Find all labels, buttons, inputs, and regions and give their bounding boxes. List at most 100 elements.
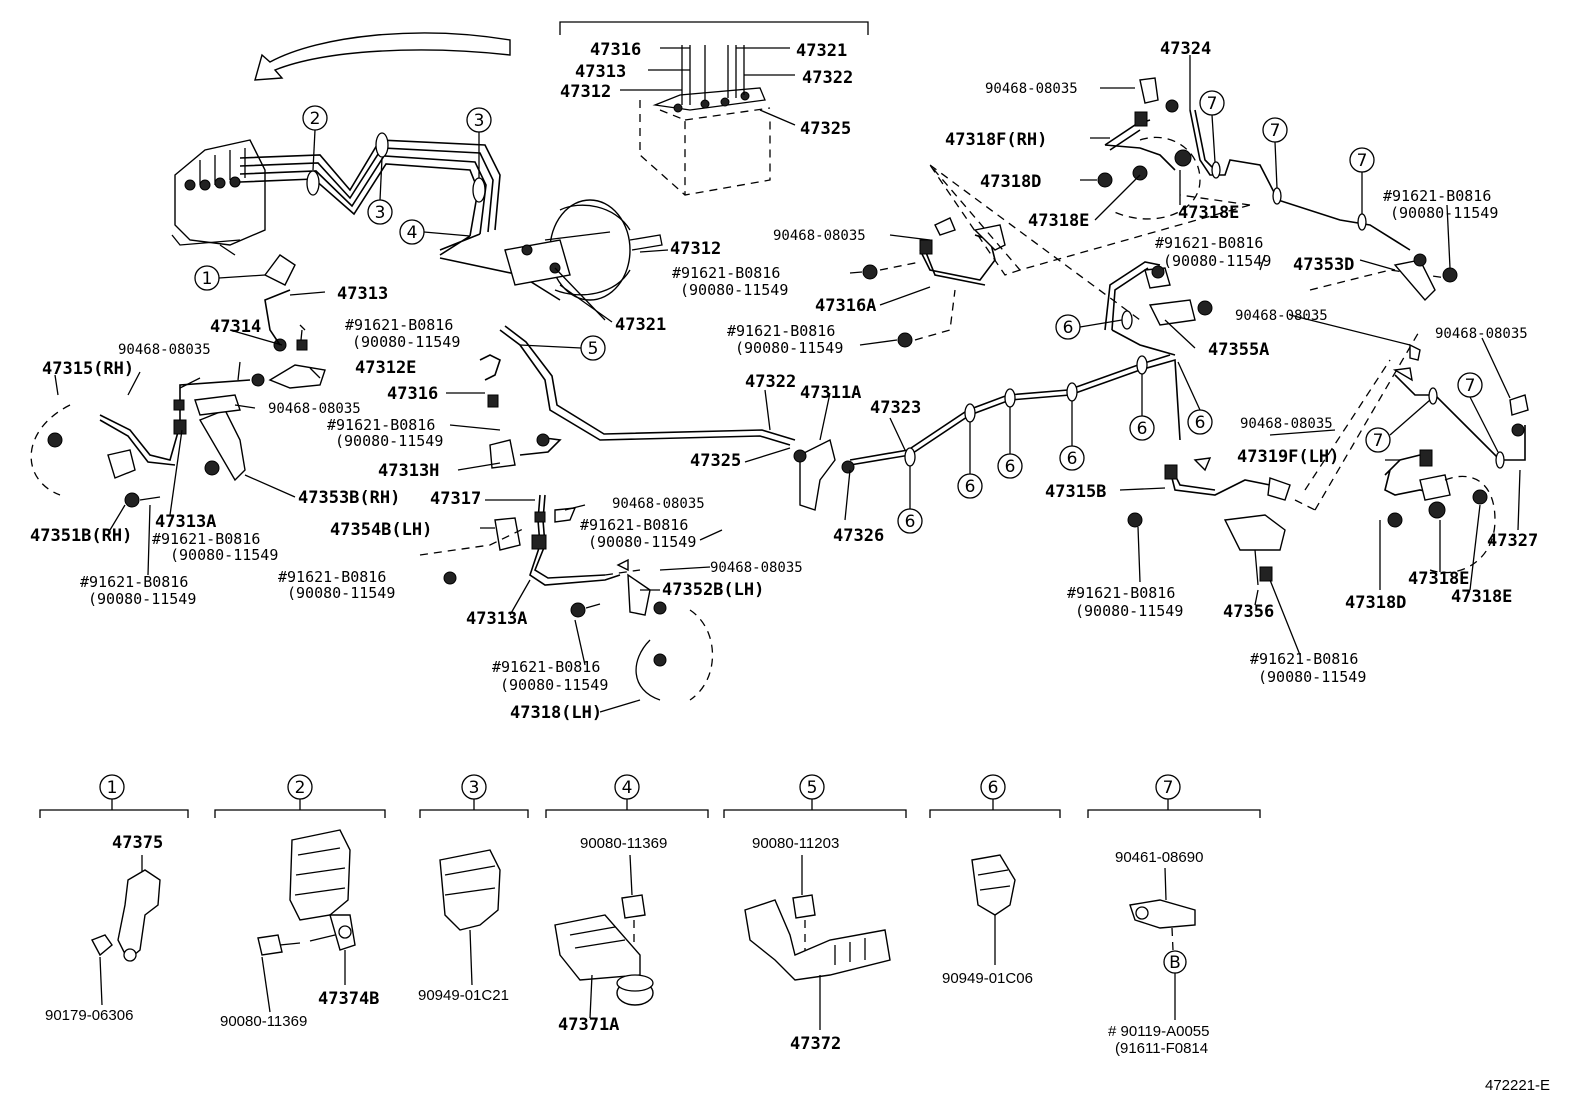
callout-6-f: 6 xyxy=(1055,314,1123,340)
svg-text:6: 6 xyxy=(1005,457,1016,477)
legend-item-6: 6 90949-01C06 xyxy=(929,774,1061,987)
label-47318-lh: 47318(LH) xyxy=(510,703,602,723)
legend-2-part-47374b: 47374B xyxy=(318,989,379,1009)
top-valve-group: 47316 47313 47312 47321 47322 47325 xyxy=(559,21,869,196)
svg-text:6: 6 xyxy=(965,477,976,497)
label-90080-m: (90080-11549 xyxy=(1258,668,1366,686)
svg-text:7: 7 xyxy=(1465,376,1476,396)
legend-1-part-47375: 47375 xyxy=(112,833,163,853)
svg-text:7: 7 xyxy=(1270,121,1281,141)
label-47322: 47322 xyxy=(745,372,796,392)
legend-5-part-90080-11203: 90080-11203 xyxy=(752,835,839,852)
svg-text:6: 6 xyxy=(988,778,999,798)
label-47317: 47317 xyxy=(430,489,481,509)
label-47322-top: 47322 xyxy=(802,68,853,88)
label-91621-k: #91621-B0816 xyxy=(1383,187,1491,205)
label-90080-a: (90080-11549 xyxy=(352,333,460,351)
label-47356: 47356 xyxy=(1223,602,1274,622)
svg-text:4: 4 xyxy=(407,223,418,243)
svg-text:1: 1 xyxy=(202,269,213,289)
label-90468-b: 90468-08035 xyxy=(268,401,361,417)
label-91621-i: #91621-B0816 xyxy=(727,322,835,340)
label-47326: 47326 xyxy=(833,526,884,546)
left-front-wheel-lines xyxy=(30,289,326,508)
callout-6-g: 6 xyxy=(1177,361,1213,435)
callout-1: 1 xyxy=(194,265,266,291)
legend-6-part-90949-01c06: 90949-01C06 xyxy=(942,970,1033,987)
label-47313a-rh: 47313A xyxy=(155,512,216,532)
label-90468-c: 90468-08035 xyxy=(612,496,705,512)
svg-text:5: 5 xyxy=(807,778,818,798)
legend-4-part-90080-11369: 90080-11369 xyxy=(580,835,667,852)
right-rear-lines xyxy=(1127,329,1529,586)
label-90080-c: (90080-11549 xyxy=(170,546,278,564)
label-90080-h: (90080-11549 xyxy=(680,281,788,299)
brake-booster xyxy=(504,199,663,321)
label-90080-k: (90080-11549 xyxy=(1390,204,1498,222)
right-front-wheel-lines xyxy=(929,77,1461,326)
label-91621-d: #91621-B0816 xyxy=(80,573,188,591)
label-91621-g: #91621-B0816 xyxy=(492,658,600,676)
svg-text:3: 3 xyxy=(375,203,386,223)
label-47313-top: 47313 xyxy=(575,62,626,82)
label-90080-i: (90080-11549 xyxy=(735,339,843,357)
label-47314: 47314 xyxy=(210,317,261,337)
left-rear-lines xyxy=(419,354,714,701)
label-47318e-top1: 47318E xyxy=(1028,211,1089,231)
legend-4-part-47371a: 47371A xyxy=(558,1015,619,1035)
svg-text:5: 5 xyxy=(588,339,599,359)
legend-item-7: 7 90461-08690 B # 90119-A0055 (91611-F08… xyxy=(1087,774,1261,1057)
svg-text:2: 2 xyxy=(295,778,306,798)
label-90468-i: 90468-08035 xyxy=(1240,416,1333,432)
callout-7-e: 7 xyxy=(1365,399,1431,453)
label-90468-a: 90468-08035 xyxy=(118,342,211,358)
label-47311a: 47311A xyxy=(800,383,861,403)
label-47355a: 47355A xyxy=(1208,340,1269,360)
label-90468-h: 90468-08035 xyxy=(1435,326,1528,342)
label-47318d-bottom: 47318D xyxy=(1345,593,1406,613)
label-91621-b: #91621-B0816 xyxy=(327,416,435,434)
label-90080-e: (90080-11549 xyxy=(287,584,395,602)
label-90468-e: 90468-08035 xyxy=(773,228,866,244)
callout-7-a: 7 xyxy=(1199,90,1225,163)
callout-3a: 3 xyxy=(367,157,393,225)
label-90080-g: (90080-11549 xyxy=(500,676,608,694)
label-47312e: 47312E xyxy=(355,358,416,378)
legend-3-part-90949-01c21: 90949-01C21 xyxy=(418,987,509,1004)
label-47354b-lh: 47354B(LH) xyxy=(330,520,432,540)
callout-6-b: 6 xyxy=(957,422,983,499)
legend-7-part-90461-08690: 90461-08690 xyxy=(1115,849,1203,866)
main-brake-line xyxy=(499,261,1181,511)
part-labels: 47312 47321 47313 47314 47315(RH) 90468-… xyxy=(30,39,1538,723)
label-90468-f: 90468-08035 xyxy=(985,81,1078,97)
legend-item-1: 1 47375 90179-06306 xyxy=(39,774,189,1024)
label-47318d-top: 47318D xyxy=(980,172,1041,192)
svg-text:6: 6 xyxy=(1137,419,1148,439)
svg-text:7: 7 xyxy=(1373,431,1384,451)
callout-7-b: 7 xyxy=(1262,117,1288,189)
label-47318e-bottom2: 47318E xyxy=(1451,587,1512,607)
label-91621-a: #91621-B0816 xyxy=(345,316,453,334)
legend-item-3: 3 90949-01C21 xyxy=(418,774,529,1004)
svg-text:6: 6 xyxy=(905,512,916,532)
legend-item-4: 4 90080-11369 47371A xyxy=(545,774,709,1035)
label-47318f-rh: 47318F(RH) xyxy=(945,130,1047,150)
label-47352b-lh: 47352B(LH) xyxy=(662,580,764,600)
callout-6-c: 6 xyxy=(997,407,1023,479)
legend-7-part-90119: # 90119-A0055 xyxy=(1108,1023,1209,1040)
legend-7-part-91611: (91611-F0814 xyxy=(1115,1040,1208,1057)
callout-6-a: 6 xyxy=(897,466,923,534)
callout-4: 4 xyxy=(399,219,471,245)
label-47315b: 47315B xyxy=(1045,482,1106,502)
legend-1-part-90179: 90179-06306 xyxy=(45,1007,133,1024)
label-47325-top: 47325 xyxy=(800,119,851,139)
svg-text:3: 3 xyxy=(474,111,485,131)
svg-text:6: 6 xyxy=(1195,413,1206,433)
label-47316: 47316 xyxy=(387,384,438,404)
svg-text:6: 6 xyxy=(1063,318,1074,338)
label-47327: 47327 xyxy=(1487,531,1538,551)
callout-2: 2 xyxy=(302,105,328,171)
label-91621-j: #91621-B0816 xyxy=(1155,234,1263,252)
label-47321: 47321 xyxy=(615,315,666,335)
